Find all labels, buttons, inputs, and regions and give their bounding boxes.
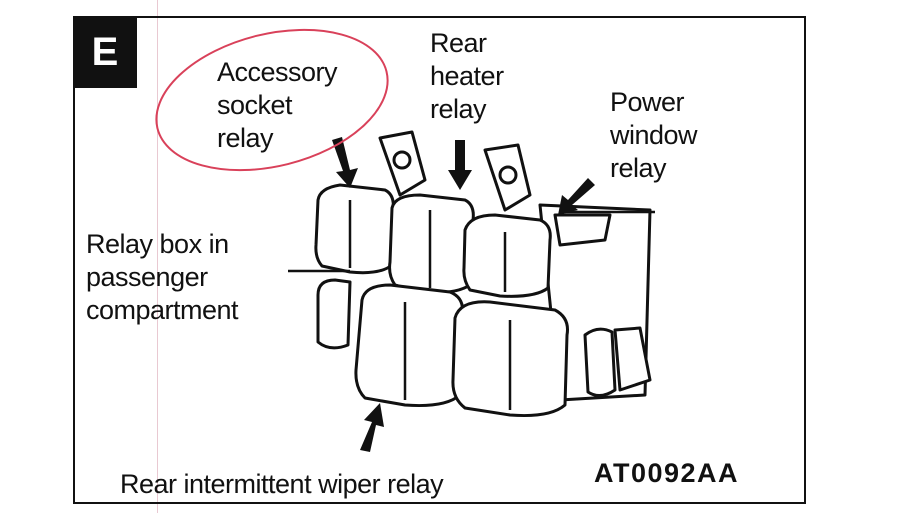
label-line: passenger — [86, 262, 208, 292]
rear-intermittent-wiper-relay — [354, 283, 464, 407]
power-window-relay — [462, 213, 552, 298]
label-relay-box: Relay box in passenger compartment — [86, 228, 239, 327]
label-line: socket — [217, 90, 293, 120]
label-power-window-relay: Power window relay — [610, 86, 698, 185]
label-line: Relay box in — [86, 229, 229, 259]
label-line: heater — [430, 61, 504, 91]
label-line: Rear — [430, 28, 487, 58]
label-line: relay — [610, 153, 667, 183]
arrow-heater — [448, 140, 472, 190]
pointer-arrows — [332, 137, 595, 452]
label-line: relay — [217, 123, 274, 153]
hand-drawn-circle-annotation — [155, 28, 389, 172]
connector-left — [316, 278, 352, 350]
connector-right — [583, 327, 617, 397]
arrow-power-window — [558, 178, 595, 215]
figure-code: AT0092AA — [594, 458, 740, 488]
label-line: Power — [610, 87, 685, 117]
figure-frame — [73, 16, 806, 504]
label-accessory-socket-relay: Accessory socket relay — [217, 56, 338, 155]
scan-margin-line — [157, 0, 158, 513]
panel-letter-badge: E — [73, 16, 137, 88]
label-line: Accessory — [217, 57, 338, 87]
label-rear-intermittent-wiper-relay: Rear intermittent wiper relay — [120, 469, 444, 499]
rear-heater-relay — [388, 193, 475, 295]
arrow-accessory — [332, 137, 358, 188]
label-line: compartment — [86, 295, 239, 325]
label-rear-heater-relay: Rear heater relay — [430, 27, 504, 126]
arrow-wiper — [360, 403, 384, 452]
accessory-socket-relay — [314, 183, 395, 275]
label-line: window — [610, 120, 698, 150]
label-line: relay — [430, 94, 487, 124]
